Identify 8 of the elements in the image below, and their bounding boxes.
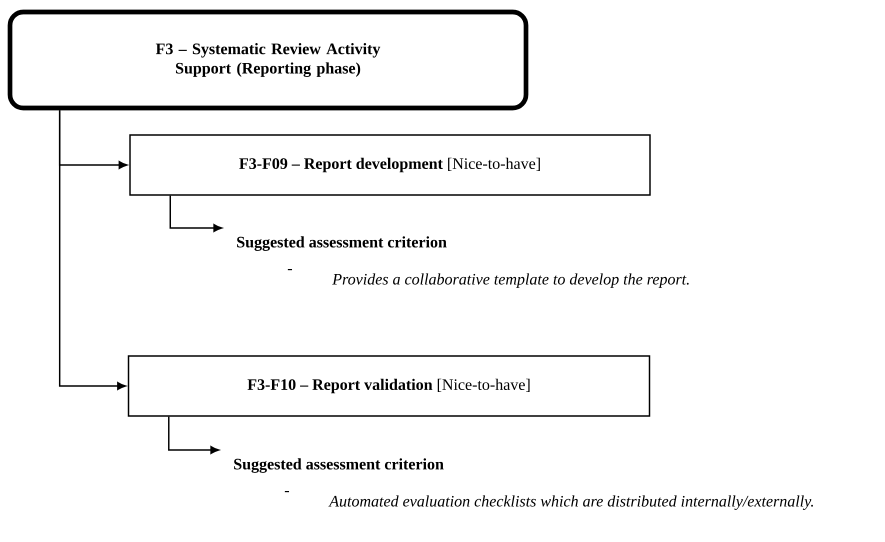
- arrow: [58, 110, 126, 390]
- criterion-text: Suggested assessment criterion - Automated evaluation checklists which are distributed internally/externally.: [234, 458, 813, 510]
- feature-box: F3-F10 – Report validation [Nice-to-have]: [128, 355, 650, 417]
- arrow: [170, 196, 222, 232]
- feature-box: F3-F09 – Report development [Nice-to-have]: [129, 134, 651, 196]
- arrow: [168, 416, 220, 454]
- criterion-text: Suggested assessment criterion - Provides a collaborative template to develop the report.: [237, 236, 689, 288]
- heading-box: F3 – Systematic Review Activity Support (Reporting phase): [8, 10, 528, 110]
